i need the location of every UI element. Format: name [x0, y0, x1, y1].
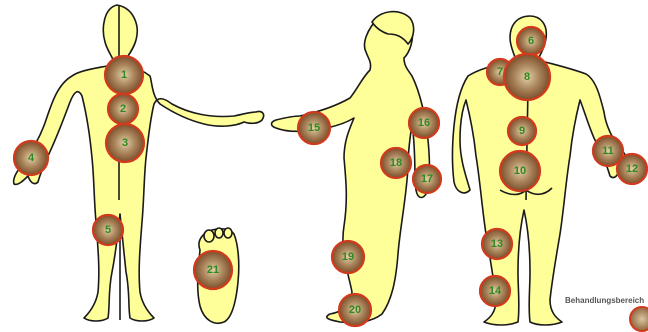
marker-label: 19: [342, 251, 354, 263]
marker-label: 10: [514, 165, 526, 177]
marker-14: 14: [480, 276, 510, 306]
marker-12: 12: [617, 154, 647, 184]
marker-13: 13: [482, 229, 512, 259]
marker-label: 21: [207, 264, 219, 276]
marker-label: 18: [390, 157, 402, 169]
marker-label: 12: [626, 163, 638, 175]
marker-6: 6: [517, 27, 545, 55]
marker-label: 9: [519, 125, 525, 137]
marker-5: 5: [93, 215, 123, 245]
marker-label: 2: [120, 103, 126, 115]
marker-10: 10: [500, 151, 540, 191]
marker-label: 16: [418, 117, 430, 129]
marker-16: 16: [409, 108, 439, 138]
marker-label: 4: [28, 152, 35, 164]
marker-19: 19: [332, 241, 364, 273]
marker-label: 20: [349, 304, 361, 316]
marker-1: 1: [105, 56, 143, 94]
marker-9: 9: [508, 117, 536, 145]
marker-label: 11: [602, 145, 614, 157]
marker-label: 7: [497, 66, 503, 78]
marker-label: 15: [308, 122, 320, 134]
marker-label: 1: [121, 69, 127, 81]
marker-3: 3: [106, 124, 144, 162]
marker-label: 8: [524, 71, 530, 83]
marker-4: 4: [14, 141, 48, 175]
marker-label: 13: [491, 238, 503, 250]
legend-marker-swatch: [629, 306, 648, 332]
marker-21: 21: [194, 251, 232, 289]
marker-18: 18: [381, 148, 411, 178]
marker-label: 5: [105, 224, 111, 236]
marker-label: 3: [122, 137, 128, 149]
marker-17: 17: [413, 165, 441, 193]
legend-label: Behandlungsbereich: [565, 296, 644, 305]
marker-label: 17: [421, 173, 433, 185]
marker-label: 6: [528, 35, 534, 47]
marker-15: 15: [298, 112, 330, 144]
marker-2: 2: [108, 94, 138, 124]
marker-20: 20: [339, 294, 371, 326]
marker-8: 8: [504, 54, 550, 100]
marker-label: 14: [489, 285, 502, 297]
